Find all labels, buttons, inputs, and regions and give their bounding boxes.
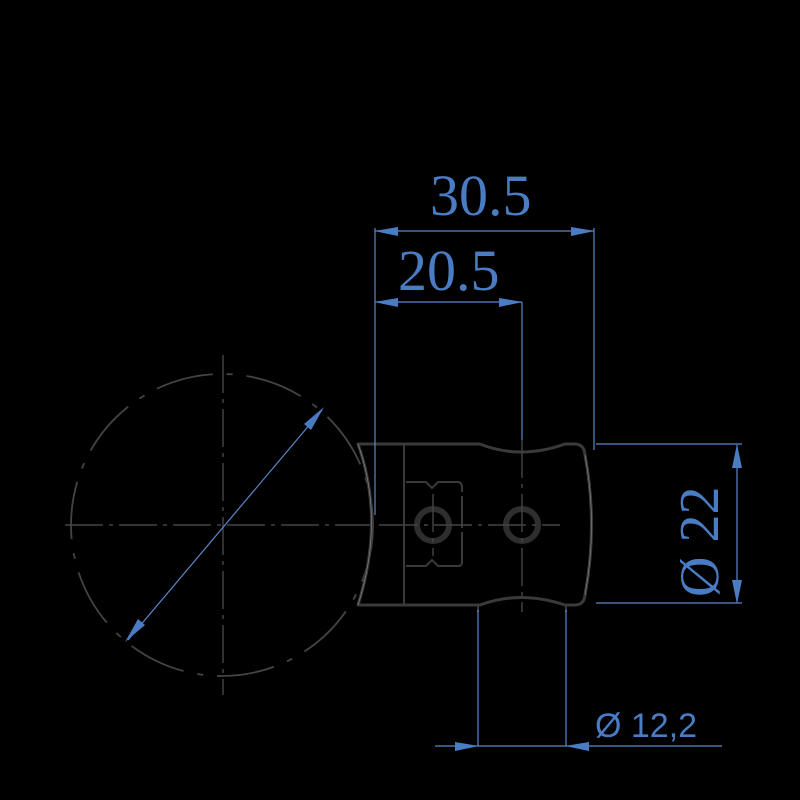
arrow-20-5-left bbox=[374, 298, 398, 307]
dimension-dia-22: Ø 22 bbox=[596, 443, 742, 604]
nut-pocket-outline bbox=[406, 481, 463, 567]
arrow-12-2-right bbox=[565, 742, 589, 751]
ball-diameter-dim-line bbox=[127, 409, 323, 641]
label-20-5: 20.5 bbox=[398, 238, 500, 303]
label-30-5: 30.5 bbox=[430, 163, 532, 228]
arrow-30-5-right bbox=[571, 227, 595, 236]
dimension-dia-12-2: Ø 12,2 bbox=[435, 610, 722, 751]
connector-body bbox=[356, 440, 593, 612]
label-dia-12-2: Ø 12,2 bbox=[595, 707, 697, 745]
arrow-22-bottom bbox=[732, 580, 742, 604]
dimension-20-5: 20.5 bbox=[374, 238, 523, 440]
arrow-22-top bbox=[732, 444, 742, 468]
ball-diameter-arrow-bottom bbox=[125, 619, 145, 642]
ball-diameter-arrow-top bbox=[304, 407, 324, 430]
ball-view bbox=[65, 355, 380, 695]
body-outline-rim bbox=[357, 443, 592, 606]
arrow-20-5-right bbox=[499, 298, 523, 307]
dimension-30-5: 30.5 bbox=[374, 163, 595, 515]
arrow-12-2-left bbox=[455, 742, 479, 751]
label-dia-22: Ø 22 bbox=[669, 487, 731, 597]
arrow-30-5-left bbox=[374, 227, 398, 236]
